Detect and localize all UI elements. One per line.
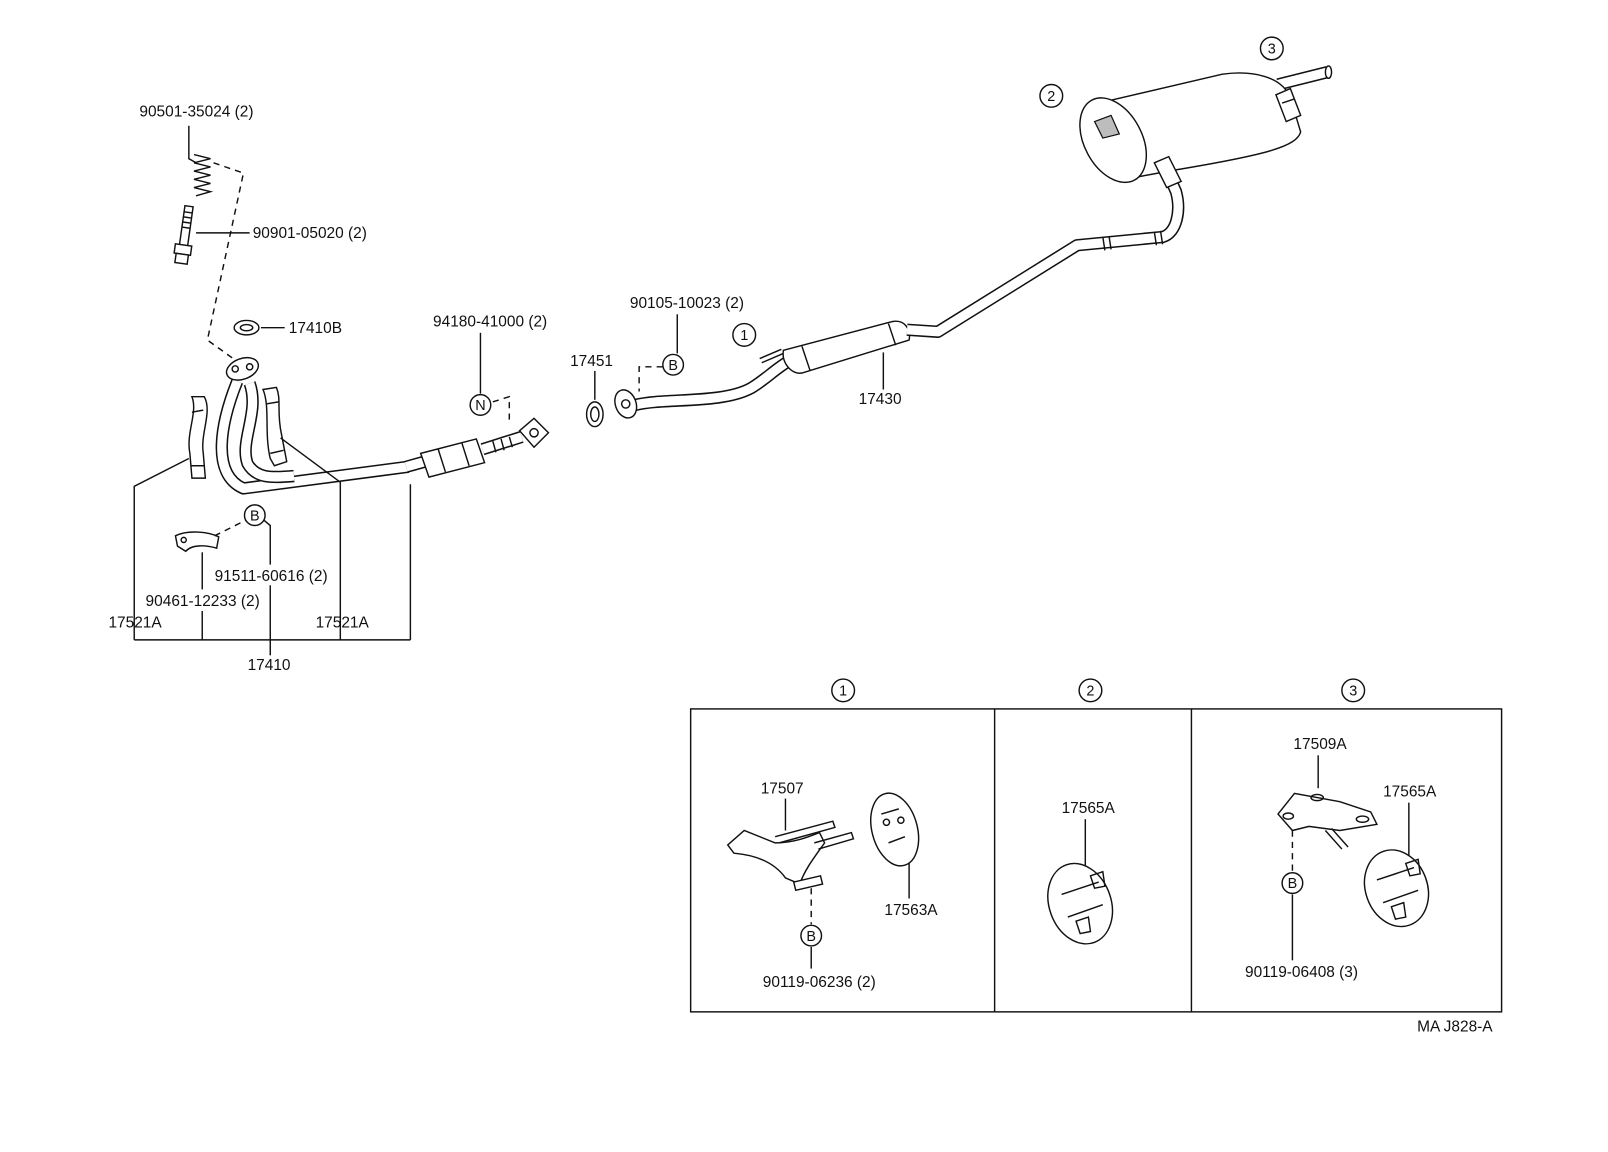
assembly-dashed-line (206, 162, 245, 360)
ref-marker-3: 3 (1259, 36, 1284, 61)
leader-line (133, 457, 190, 640)
bolt-symbol-marker: B (1281, 872, 1304, 895)
svg-text:N: N (475, 398, 485, 414)
catalytic-converter (404, 417, 550, 478)
heat-insulator-right (262, 386, 288, 467)
front-pipe (215, 356, 410, 495)
assembly-dashed-line (638, 366, 663, 392)
leader-line (263, 519, 271, 565)
assembly-dashed-line (214, 519, 246, 537)
rubber-hanger-icon (1363, 849, 1430, 928)
label-insulator-left: 17521A (108, 615, 162, 632)
leader-line (188, 125, 197, 164)
label-gasket-17410b: 17410B (289, 320, 342, 337)
label-bolt-clamp: 91511-60616 (2) (215, 568, 328, 585)
detail-panel-3: 3 17509A 17565A B 90119-06408 (3) (1245, 678, 1437, 981)
main-muffler (1079, 65, 1333, 189)
exhaust-bracket-icon (1277, 792, 1378, 850)
leader-line (280, 437, 342, 640)
label-clamp: 90461-12233 (2) (146, 593, 260, 610)
panel-marker-2: 2 (1078, 678, 1103, 703)
svg-text:1: 1 (740, 328, 748, 344)
label-hanger-17563a: 17563A (884, 902, 938, 919)
exhaust-bracket-icon (726, 820, 855, 892)
clamp-icon (174, 531, 220, 553)
svg-text:B: B (250, 508, 260, 524)
svg-text:B: B (1288, 876, 1298, 892)
spring-icon (193, 153, 214, 197)
label-center-pipe: 17430 (859, 391, 902, 408)
bolt-symbol-marker: B (243, 504, 266, 527)
label-bolt-90119-06408: 90119-06408 (3) (1245, 964, 1358, 981)
heat-insulator-left (188, 395, 208, 479)
figure-code: MA J828-A (1417, 1018, 1493, 1035)
center-pipe (614, 170, 1185, 419)
assembly-dashed-line (492, 395, 511, 423)
gasket-icon (233, 319, 260, 336)
detail-panel-frame (689, 708, 1503, 1013)
rubber-hanger-icon (870, 792, 920, 867)
bolt-symbol-marker: B (662, 353, 685, 376)
svg-text:3: 3 (1349, 684, 1357, 700)
detail-panel-1: 1 17507 17563A B 90119-06236 (2) (726, 678, 938, 991)
label-hanger-17565a: 17565A (1062, 800, 1116, 817)
bolt-icon (173, 204, 194, 266)
label-hanger-17565a: 17565A (1383, 784, 1437, 801)
hanger-rod-icon (759, 348, 784, 364)
label-bracket-17509a: 17509A (1293, 736, 1347, 753)
rubber-hanger-icon (1047, 862, 1114, 945)
label-bracket-17507: 17507 (761, 780, 804, 797)
label-gasket-17451: 17451 (570, 353, 613, 370)
label-front-pipe: 17410 (248, 657, 291, 674)
svg-text:B: B (806, 929, 816, 945)
svg-text:2: 2 (1086, 684, 1094, 700)
nut-symbol-marker: N (469, 393, 492, 416)
svg-text:3: 3 (1268, 42, 1276, 58)
panel-marker-1: 1 (831, 678, 856, 703)
svg-text:2: 2 (1047, 89, 1055, 105)
svg-text:B: B (668, 358, 678, 374)
label-bolt-center: 90105-10023 (2) (630, 295, 744, 312)
label-nut: 94180-41000 (2) (433, 314, 547, 331)
group-bracket-line (134, 484, 412, 641)
muffler-hanger-bracket (1275, 87, 1302, 123)
label-insulator-right: 17521A (316, 615, 370, 632)
gasket-ring-icon (585, 401, 604, 428)
panel-marker-3: 3 (1341, 678, 1366, 703)
detail-panel-2: 2 17565A (1047, 678, 1116, 945)
ref-marker-1: 1 (732, 322, 757, 347)
label-spring: 90501-35024 (2) (139, 103, 253, 120)
label-bolt: 90901-05020 (2) (253, 225, 367, 242)
label-bolt-90119-06236: 90119-06236 (2) (763, 974, 876, 991)
bolt-symbol-marker: B (800, 924, 823, 947)
ref-marker-2: 2 (1039, 83, 1064, 108)
svg-text:1: 1 (839, 684, 847, 700)
